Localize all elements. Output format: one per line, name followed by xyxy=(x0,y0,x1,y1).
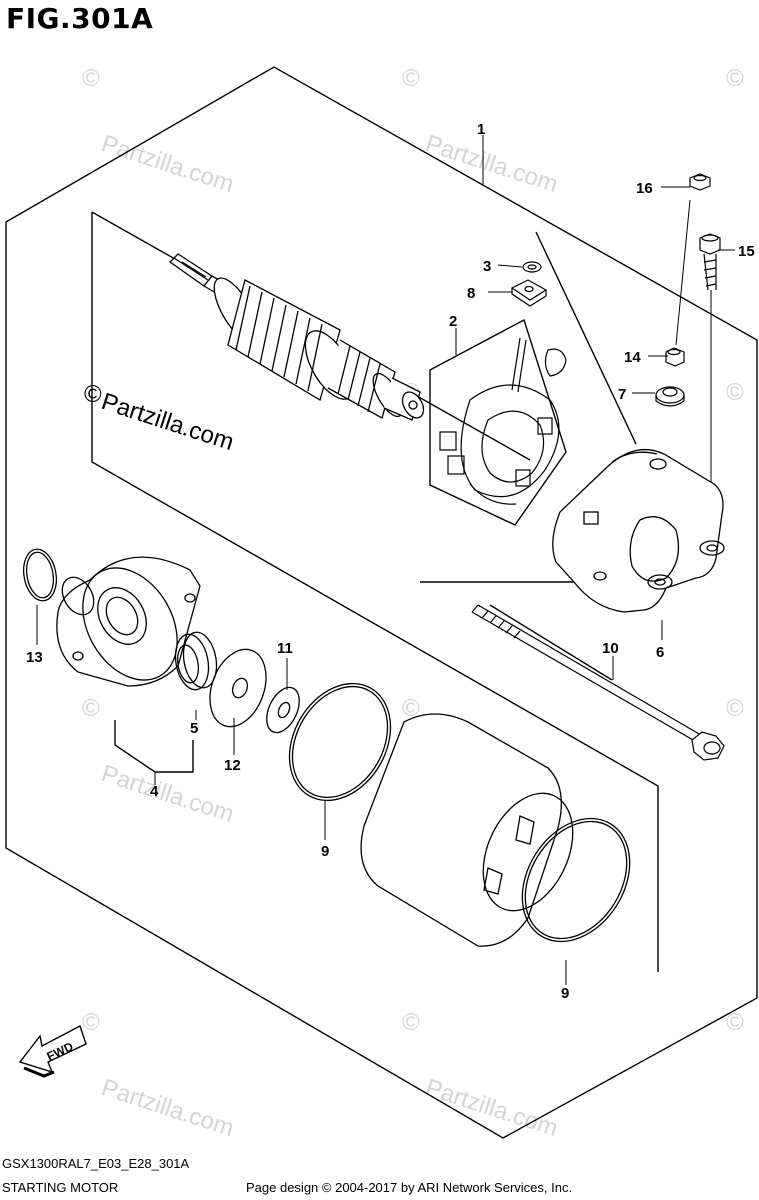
watermark-symbol: © xyxy=(84,381,102,408)
yoke-part xyxy=(360,713,562,947)
watermark-symbol: © xyxy=(82,65,100,92)
oil-seal-part-5 xyxy=(174,633,210,691)
o-ring-part-13 xyxy=(22,548,58,602)
diagram-name: STARTING MOTOR xyxy=(2,1180,119,1195)
watermark-symbol: © xyxy=(402,65,420,92)
brush-holder-part xyxy=(439,337,567,505)
watermark-text: Partzilla.com xyxy=(422,130,561,198)
watermark-symbol: © xyxy=(726,1009,744,1036)
grommet-part-7 xyxy=(655,386,685,404)
watermark-text: Partzilla.com xyxy=(98,760,237,828)
armature-part xyxy=(168,253,425,421)
watermark-symbol: © xyxy=(82,1009,100,1036)
callout-16: 16 xyxy=(636,180,653,197)
yoke-orings-group xyxy=(288,682,631,947)
callout-9-upper: 9 xyxy=(321,843,329,860)
callout-1: 1 xyxy=(477,121,485,138)
o-ring-part-9 xyxy=(288,682,392,802)
callout-5: 5 xyxy=(190,720,198,737)
callout-3: 3 xyxy=(483,258,491,275)
watermark-symbol: © xyxy=(82,695,100,722)
end-cover-part xyxy=(552,448,725,613)
callout-7: 7 xyxy=(618,386,626,403)
washer-part-3 xyxy=(522,261,542,273)
seal-washers-group xyxy=(174,631,300,734)
callout-11: 11 xyxy=(277,640,293,657)
watermark-text: Partzilla.com xyxy=(98,1074,237,1142)
watermark-symbol: © xyxy=(726,695,744,722)
small-parts-group xyxy=(510,261,548,307)
through-bolt-part xyxy=(471,604,725,761)
bolt-part-15 xyxy=(699,233,721,255)
watermark-main: © Partzilla.com xyxy=(84,381,237,456)
watermark-text: Partzilla.com xyxy=(98,130,237,198)
watermark-symbol: © xyxy=(726,379,744,406)
callout-13: 13 xyxy=(26,649,43,666)
callout-4: 4 xyxy=(150,783,159,800)
callout-10: 10 xyxy=(602,640,619,657)
callout-9-lower: 9 xyxy=(561,985,569,1002)
watermark-symbol: © xyxy=(402,1009,420,1036)
callout-8: 8 xyxy=(467,285,475,302)
o-ring-part-9b xyxy=(521,817,631,943)
fwd-direction-badge: FWD xyxy=(18,1024,87,1078)
nut-part-14 xyxy=(665,347,685,367)
watermark-symbol: © xyxy=(402,695,420,722)
callout-12: 12 xyxy=(224,757,241,774)
callout-2: 2 xyxy=(449,313,457,330)
fasteners-group xyxy=(655,173,721,407)
washer-part-12 xyxy=(209,648,267,728)
diagram-code: GSX1300RAL7_E03_E28_301A xyxy=(2,1156,190,1171)
washer-part-11 xyxy=(266,686,300,734)
callout-labels: 1 2 3 4 5 6 7 8 9 9 10 11 12 13 14 15 16 xyxy=(26,121,755,1002)
figure-title: FIG.301A xyxy=(6,2,154,35)
watermark-text: Partzilla.com xyxy=(98,388,237,456)
watermark-symbol: © xyxy=(726,65,744,92)
nut-part-16 xyxy=(689,173,711,191)
callout-6: 6 xyxy=(656,644,664,661)
copyright-credit: Page design © 2004-2017 by ARI Network S… xyxy=(246,1180,573,1195)
front-housing-part xyxy=(22,548,201,687)
callout-15: 15 xyxy=(738,243,755,260)
callout-14: 14 xyxy=(624,349,641,366)
